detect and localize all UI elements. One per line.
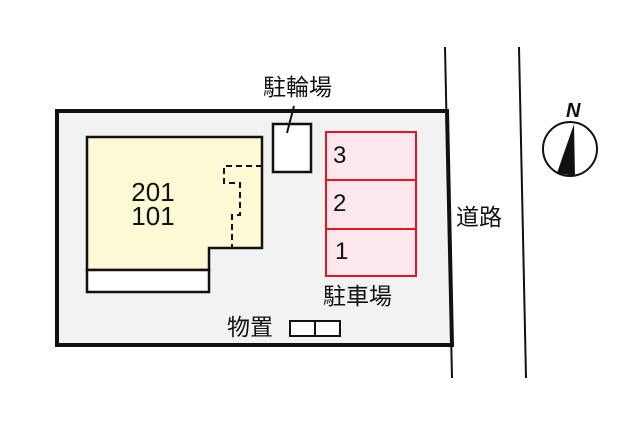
road-label: 道路 — [456, 205, 502, 231]
road-edge-right — [518, 46, 527, 379]
parking-slot-3 — [325, 131, 417, 181]
bicycle-parking-area — [271, 122, 313, 174]
unit-number-upper: 201 — [131, 177, 175, 207]
storage-box-2 — [314, 320, 341, 337]
parking-slot-2-number: 2 — [333, 190, 347, 217]
building-balcony — [85, 268, 211, 294]
storage-label: 物置 — [227, 315, 273, 341]
unit-number-lower: 101 — [131, 201, 175, 231]
parking-slot-3-number: 3 — [333, 142, 347, 169]
compass-north-label: N — [566, 100, 581, 122]
storage-box-1 — [289, 320, 316, 337]
dashed-boundary-line — [223, 165, 262, 248]
bicycle-parking-label: 駐輪場 — [263, 75, 332, 101]
parking-slot-1 — [325, 228, 417, 277]
bicycle-parking-leader-line — [286, 105, 295, 134]
parking-slot-1-number: 1 — [335, 238, 349, 265]
parking-label: 駐車場 — [323, 284, 392, 310]
compass-icon — [542, 121, 598, 177]
